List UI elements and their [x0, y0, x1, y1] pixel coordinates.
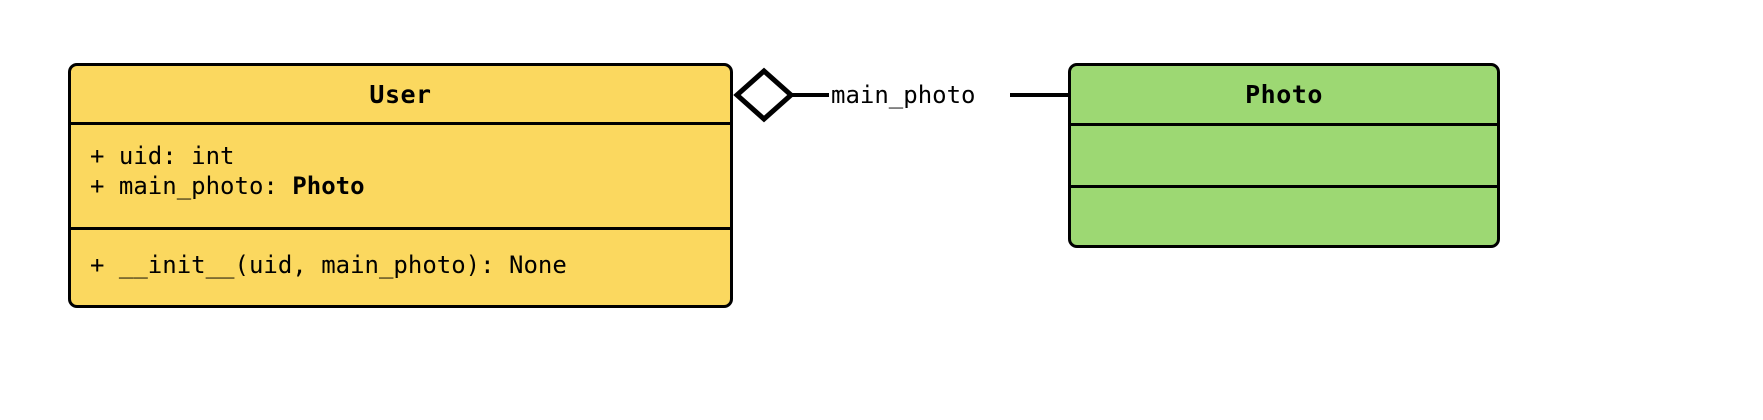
attribute-text: + uid: int	[90, 142, 235, 170]
attribute-row: + uid: int	[90, 141, 730, 171]
aggregation-connector-svg	[733, 67, 1070, 123]
method-row: + __init__(uid, main_photo): None	[90, 250, 730, 280]
class-methods-compartment-photo	[1071, 185, 1497, 245]
attribute-text-prefix: + main_photo:	[90, 172, 293, 200]
attribute-type: Photo	[292, 172, 365, 200]
association-label: main_photo	[831, 81, 976, 109]
class-methods-compartment-user: + __init__(uid, main_photo): None	[71, 227, 730, 305]
class-title-compartment-photo: Photo	[1071, 66, 1497, 123]
uml-class-photo[interactable]: Photo	[1068, 63, 1500, 248]
aggregation-connector[interactable]: main_photo	[733, 63, 1073, 133]
attribute-row: + main_photo: Photo	[90, 171, 730, 201]
class-name-user: User	[369, 79, 432, 109]
uml-class-user[interactable]: User + uid: int + main_photo: Photo + __…	[68, 63, 733, 308]
class-attributes-compartment-user: + uid: int + main_photo: Photo	[71, 122, 730, 227]
aggregation-diamond-icon	[733, 67, 795, 123]
class-title-compartment-user: User	[71, 66, 730, 122]
method-text: + __init__(uid, main_photo): None	[90, 251, 567, 279]
class-name-photo: Photo	[1245, 80, 1323, 109]
class-attributes-compartment-photo	[1071, 123, 1497, 185]
